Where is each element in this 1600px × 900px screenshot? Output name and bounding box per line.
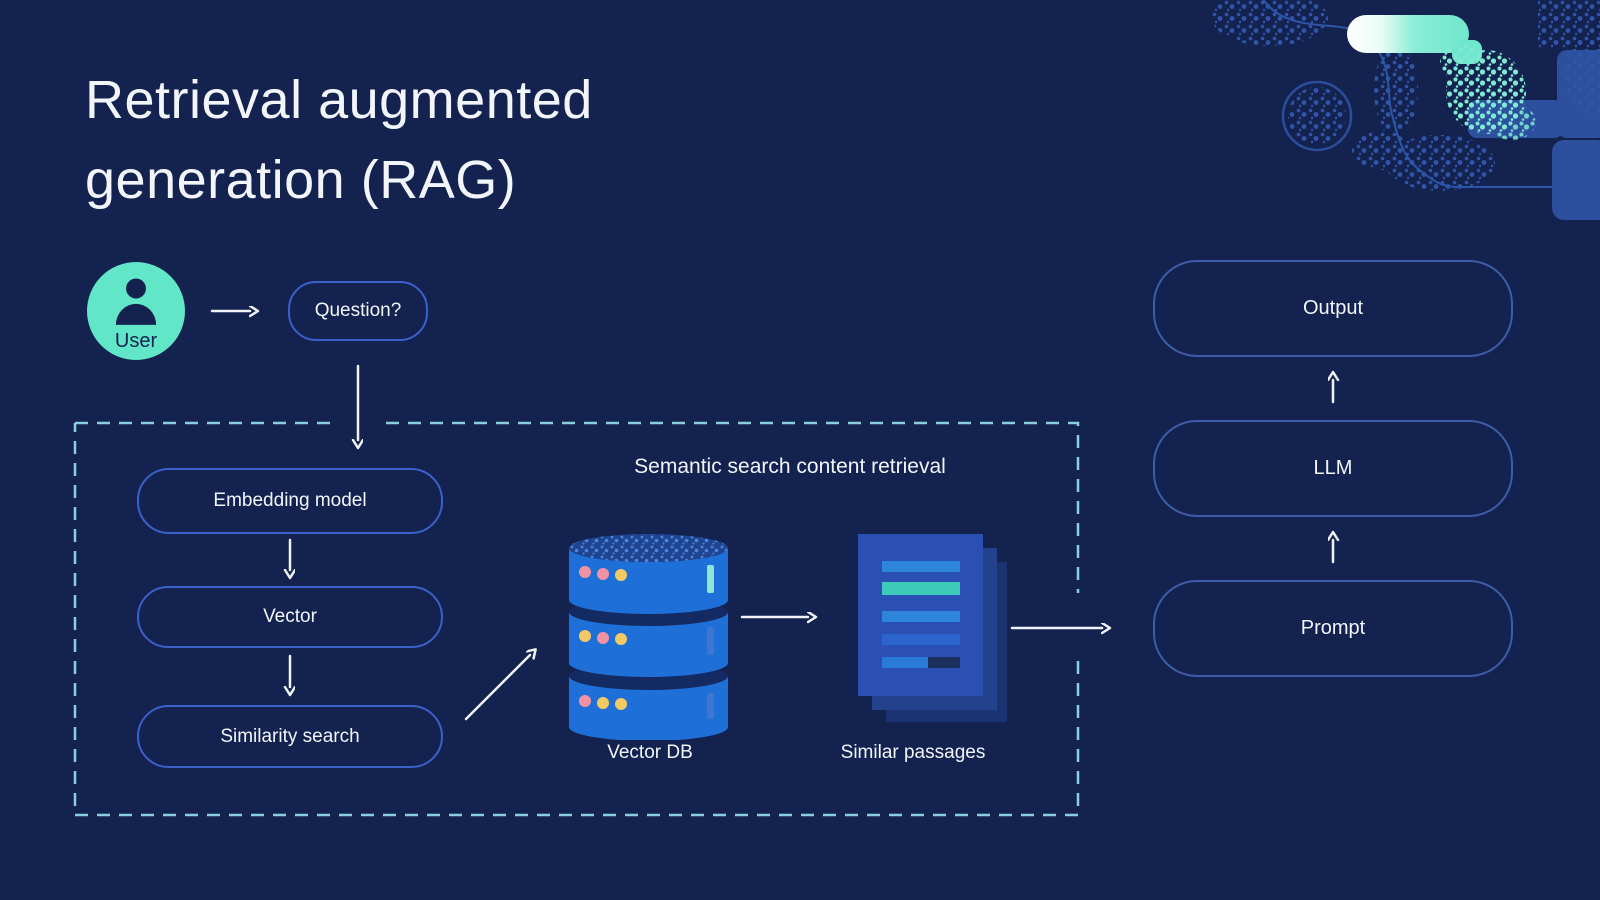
output-box: Output — [1153, 260, 1513, 357]
panel-title: Semantic search content retrieval — [634, 455, 946, 478]
vector-db-label: Vector DB — [607, 742, 693, 763]
similar-passages-label: Similar passages — [840, 742, 986, 763]
user-avatar: User — [87, 262, 185, 360]
arrow-similarity-to-vectordb — [464, 655, 530, 721]
question-label: Question? — [314, 300, 402, 321]
vector-db-illustration — [569, 534, 728, 740]
user-icon — [115, 278, 157, 325]
prompt-box: Prompt — [1153, 580, 1513, 677]
llm-label: LLM — [1313, 457, 1353, 479]
similarity-search-label: Similarity search — [220, 725, 360, 747]
embedding-model-box: Embedding model — [137, 468, 443, 534]
llm-box: LLM — [1153, 420, 1513, 517]
similarity-search-box: Similarity search — [137, 705, 443, 768]
deco-dotted-circle — [1281, 80, 1353, 152]
similar-passages-illustration — [858, 534, 1007, 722]
prompt-label: Prompt — [1300, 617, 1366, 639]
question-box: Question? — [288, 281, 428, 341]
vector-label: Vector — [263, 606, 317, 627]
user-label: User — [114, 330, 158, 352]
deco-speckle-field — [1212, 0, 1600, 191]
embedding-model-label: Embedding model — [213, 490, 367, 511]
page-title: Retrieval augmented generation (RAG) — [85, 70, 593, 210]
db-segment-1 — [569, 534, 728, 614]
corner-decoration — [1212, 0, 1600, 220]
output-label: Output — [1302, 297, 1364, 319]
deco-teal-speckles — [1440, 44, 1536, 140]
doc-sheet-front — [858, 534, 983, 696]
vector-box: Vector — [137, 586, 443, 648]
